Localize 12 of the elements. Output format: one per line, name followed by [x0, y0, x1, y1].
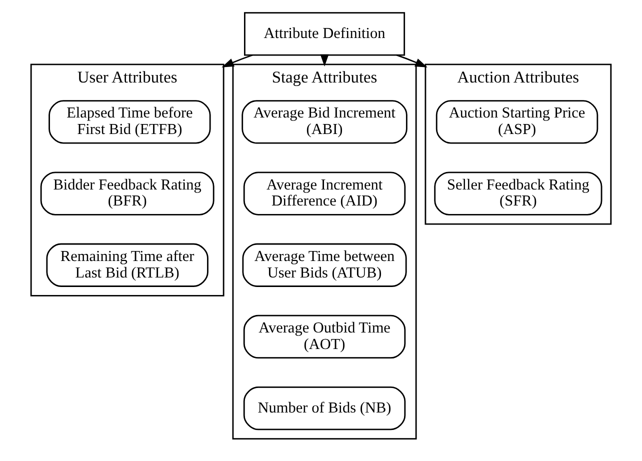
node-box: Bidder Feedback Rating (BFR) — [40, 172, 214, 216]
node-box: Auction Starting Price (ASP) — [436, 100, 598, 144]
node-box: Average Outbid Time (AOT) — [243, 314, 406, 359]
node-box: Average Increment Difference (AID) — [243, 172, 406, 216]
node-box: Seller Feedback Rating (SFR) — [434, 172, 602, 216]
arrow — [396, 54, 428, 68]
node-box: Elapsed Time before First Bid (ETFB) — [48, 100, 211, 144]
node-box: Average Bid Increment (ABI) — [242, 100, 408, 144]
arrow — [222, 54, 253, 68]
node-box: Remaining Time after Last Bid (RTLB) — [46, 243, 208, 287]
node-box: Average Time between User Bids (ATUB) — [242, 243, 407, 287]
node-box: Number of Bids (NB) — [243, 386, 406, 430]
